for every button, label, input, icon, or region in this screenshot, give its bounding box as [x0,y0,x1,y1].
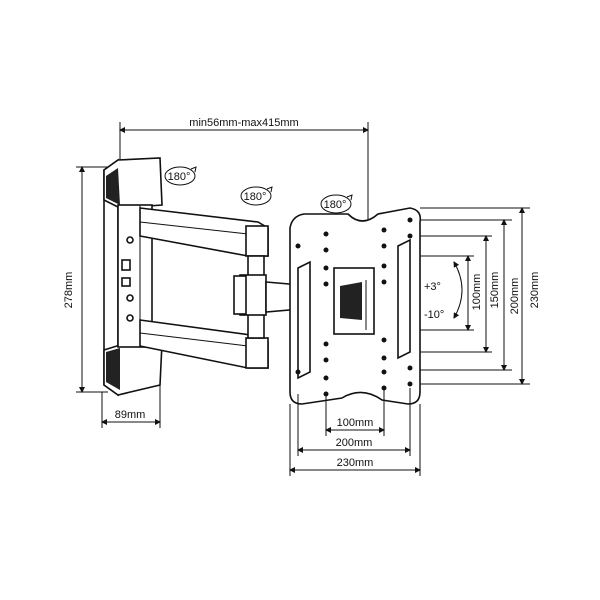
vesa-horizontal-dimensions: 100mm 200mm 230mm [289,388,421,476]
arm-extension-label: min56mm-max415mm [189,117,298,129]
tv-plate [289,207,422,405]
horizontal-230-label: 230mm [337,457,374,469]
wall-plate-height-label: 278mm [63,272,75,309]
rotation-middle-joint: 180° [240,186,273,206]
vertical-150-label: 150mm [489,272,501,309]
wall-plate [103,157,163,397]
vertical-230-label: 230mm [529,272,541,309]
vertical-100-label: 100mm [471,274,483,311]
rotation-plate-joint: 180° [320,194,353,214]
articulating-arms [139,207,313,369]
rotation-wall-joint: 180° [164,166,197,186]
horizontal-100-label: 100mm [337,417,374,429]
wall-plate-depth-dimension: 89mm [101,380,161,428]
tilt-down-label: -10° [424,309,444,321]
rotation-plate-label: 180° [324,199,347,211]
vesa-holes [295,217,413,397]
vertical-200-label: 200mm [509,278,521,315]
rotation-middle-label: 180° [244,191,267,203]
rotation-wall-label: 180° [168,171,191,183]
wall-plate-depth-label: 89mm [115,409,146,421]
tilt-indicator: +3° -10° [424,261,463,321]
wall-plate-height-dimension: 278mm [63,166,108,393]
arm-extension-dimension: min56mm-max415mm [119,117,369,220]
tilt-up-label: +3° [424,281,441,293]
vesa-vertical-dimensions: 230mm 200mm 150mm 100mm [420,207,541,385]
horizontal-200-label: 200mm [336,437,373,449]
